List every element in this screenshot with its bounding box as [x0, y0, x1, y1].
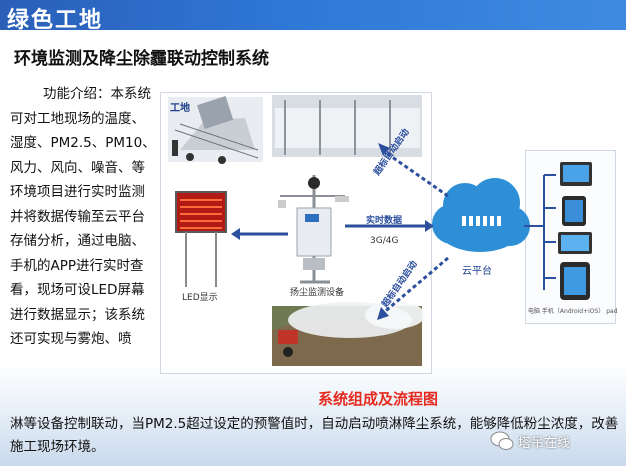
monitor-label: 扬尘监测设备 [290, 288, 345, 298]
wechat-icon [490, 431, 514, 450]
site-label: 工地 [170, 103, 190, 114]
cloud-label: 云平台 [462, 266, 492, 277]
network-label: 3G/4G [370, 236, 399, 246]
title-bar: 绿色工地 [0, 0, 626, 33]
site-spray-image [272, 95, 422, 157]
watermark: 塔吊在线 [518, 436, 571, 451]
led-label: LED显示 [182, 293, 218, 303]
devices-caption: 电脑 手机（Android+iOS） pad [528, 308, 618, 315]
cloud-icon [432, 178, 530, 252]
construction-site-image [168, 95, 263, 164]
slide-title: 绿色工地 [7, 8, 104, 33]
realtime-data-label: 实时数据 [366, 216, 403, 226]
data-flow-arrows [231, 143, 556, 320]
led-display-image [175, 191, 227, 287]
monitoring-device-image [278, 175, 349, 284]
client-devices [558, 162, 592, 300]
intro-text: 功能介绍：本系统可对工地现场的温度、湿度、PM2.5、PM10、风力、风向、噪音… [10, 86, 156, 347]
fog-cannon-image [272, 301, 425, 366]
figure-caption: 系统组成及流程图 [318, 390, 439, 408]
page-subtitle: 环境监测及降尘除霾联动控制系统 [14, 49, 269, 69]
intro-text-continued: 淋等设备控制联动，当PM2.5超过设定的预警值时，自动启动喷淋降尘系统，能够降低… [10, 416, 619, 455]
